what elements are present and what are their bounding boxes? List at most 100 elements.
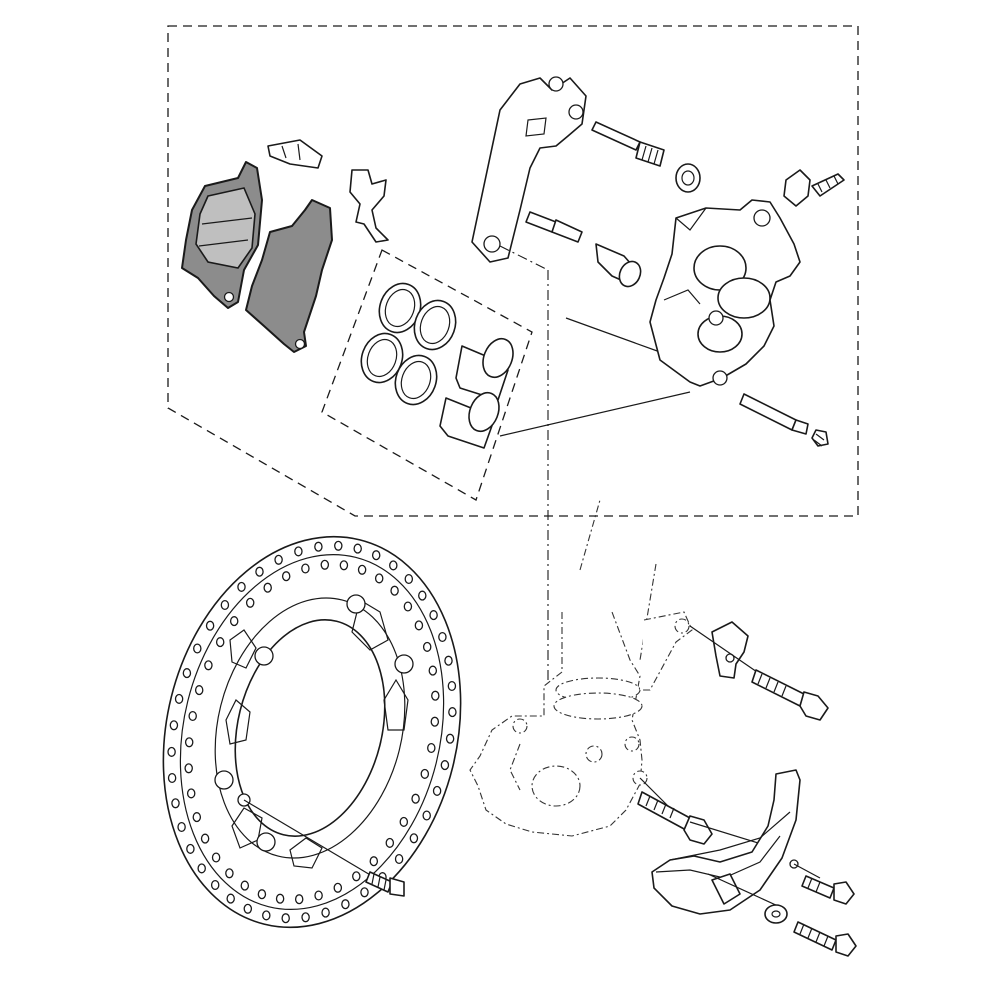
disc-hole (211, 852, 221, 863)
disc-hole (243, 903, 253, 914)
disc-hole (448, 707, 457, 718)
disc-hole (371, 550, 381, 561)
leader-line (793, 863, 821, 879)
disc-hole (374, 573, 384, 584)
leader-line (689, 625, 761, 675)
disc-hole (418, 590, 427, 601)
disc-hole (341, 899, 350, 910)
disc-hole (390, 585, 399, 596)
disc-hole (428, 665, 438, 676)
disc-hole (389, 560, 398, 571)
disc-hole (186, 843, 195, 854)
disc-hole (321, 907, 330, 918)
disc-guard (651, 769, 801, 915)
disc-hole (353, 543, 362, 554)
disc-hole (385, 837, 395, 848)
leader-line (707, 873, 779, 907)
disc-hole (432, 785, 442, 796)
disc-hole (430, 716, 440, 727)
disc-hole (167, 746, 176, 757)
disc-hole (369, 856, 379, 867)
disc-hole (281, 913, 290, 924)
brake-pad-inner (181, 161, 263, 309)
leader-line (565, 317, 661, 353)
disc-hole (422, 810, 431, 821)
flange-bolt (793, 921, 857, 957)
disc-hole (294, 546, 303, 557)
pad-support-spring (349, 169, 389, 243)
brake-disc (162, 535, 462, 929)
disc-hole (422, 641, 432, 652)
disc-hole (226, 893, 235, 904)
disc-hole (215, 637, 225, 648)
disc-hole (301, 563, 310, 574)
disc-hole (404, 573, 414, 585)
disc-hole (394, 853, 404, 865)
disc-hole (275, 893, 285, 904)
disc-hole (171, 798, 180, 809)
disc-hole (409, 833, 419, 844)
disc-hole (245, 597, 255, 608)
disc-hole (210, 879, 220, 891)
disc-hole (440, 760, 450, 771)
disc-hole (399, 816, 409, 827)
disc-hole (237, 581, 246, 592)
disc-hole (403, 601, 413, 612)
leader-line (499, 391, 691, 437)
disc-hole (314, 541, 323, 552)
bleed-screw (783, 169, 845, 207)
pad-spring-clip (267, 139, 323, 169)
disc-hole (188, 710, 197, 722)
disc-hole (301, 912, 310, 923)
slide-pin (525, 121, 701, 288)
leader-line (689, 821, 769, 847)
disc-hole (192, 812, 202, 823)
disc-hole (184, 763, 193, 774)
piston (439, 337, 514, 449)
disc-hole (257, 889, 267, 900)
disc-hole (333, 882, 343, 893)
disc-drilled-holes (167, 540, 457, 924)
disc-hole (314, 890, 323, 901)
disc-hole (182, 668, 192, 679)
disc-hole (429, 610, 438, 621)
disc-hole (420, 768, 430, 779)
disc-hole (274, 554, 283, 565)
disc-hole (438, 631, 447, 643)
disc-hole (255, 566, 264, 577)
flange-bolt (801, 875, 855, 905)
disc-hole (431, 690, 440, 701)
disc-hole (320, 559, 330, 570)
disc-hole (240, 880, 250, 891)
disc-hole (294, 894, 304, 905)
disc-hole (339, 560, 349, 571)
disc-hole (167, 772, 177, 784)
washer (764, 904, 788, 924)
piston-seal (360, 282, 457, 406)
disc-hole (174, 693, 184, 704)
disc-hole (204, 660, 213, 671)
disc-hole (414, 620, 424, 631)
disc-hole (357, 564, 367, 575)
disc-hole (360, 887, 369, 898)
disc-hole (447, 680, 457, 692)
disc-hole (205, 620, 215, 631)
disc-bolt (243, 799, 405, 897)
disc-hole (281, 571, 291, 582)
hose-holder (711, 621, 749, 679)
disc-hole (184, 737, 194, 748)
slide-pin (739, 393, 829, 447)
brake-pad-outer (245, 199, 333, 353)
caliper-bracket (471, 76, 587, 263)
disc-hole (427, 742, 436, 754)
disc-hole (262, 910, 271, 921)
disc-hole (352, 871, 361, 882)
disc-hole (177, 821, 186, 833)
disc-hole (194, 685, 204, 696)
disc-hole (220, 599, 230, 611)
disc-hole (334, 540, 343, 551)
flange-bolt (637, 791, 713, 845)
disc-hole (263, 582, 272, 593)
disc-hole (200, 833, 210, 844)
